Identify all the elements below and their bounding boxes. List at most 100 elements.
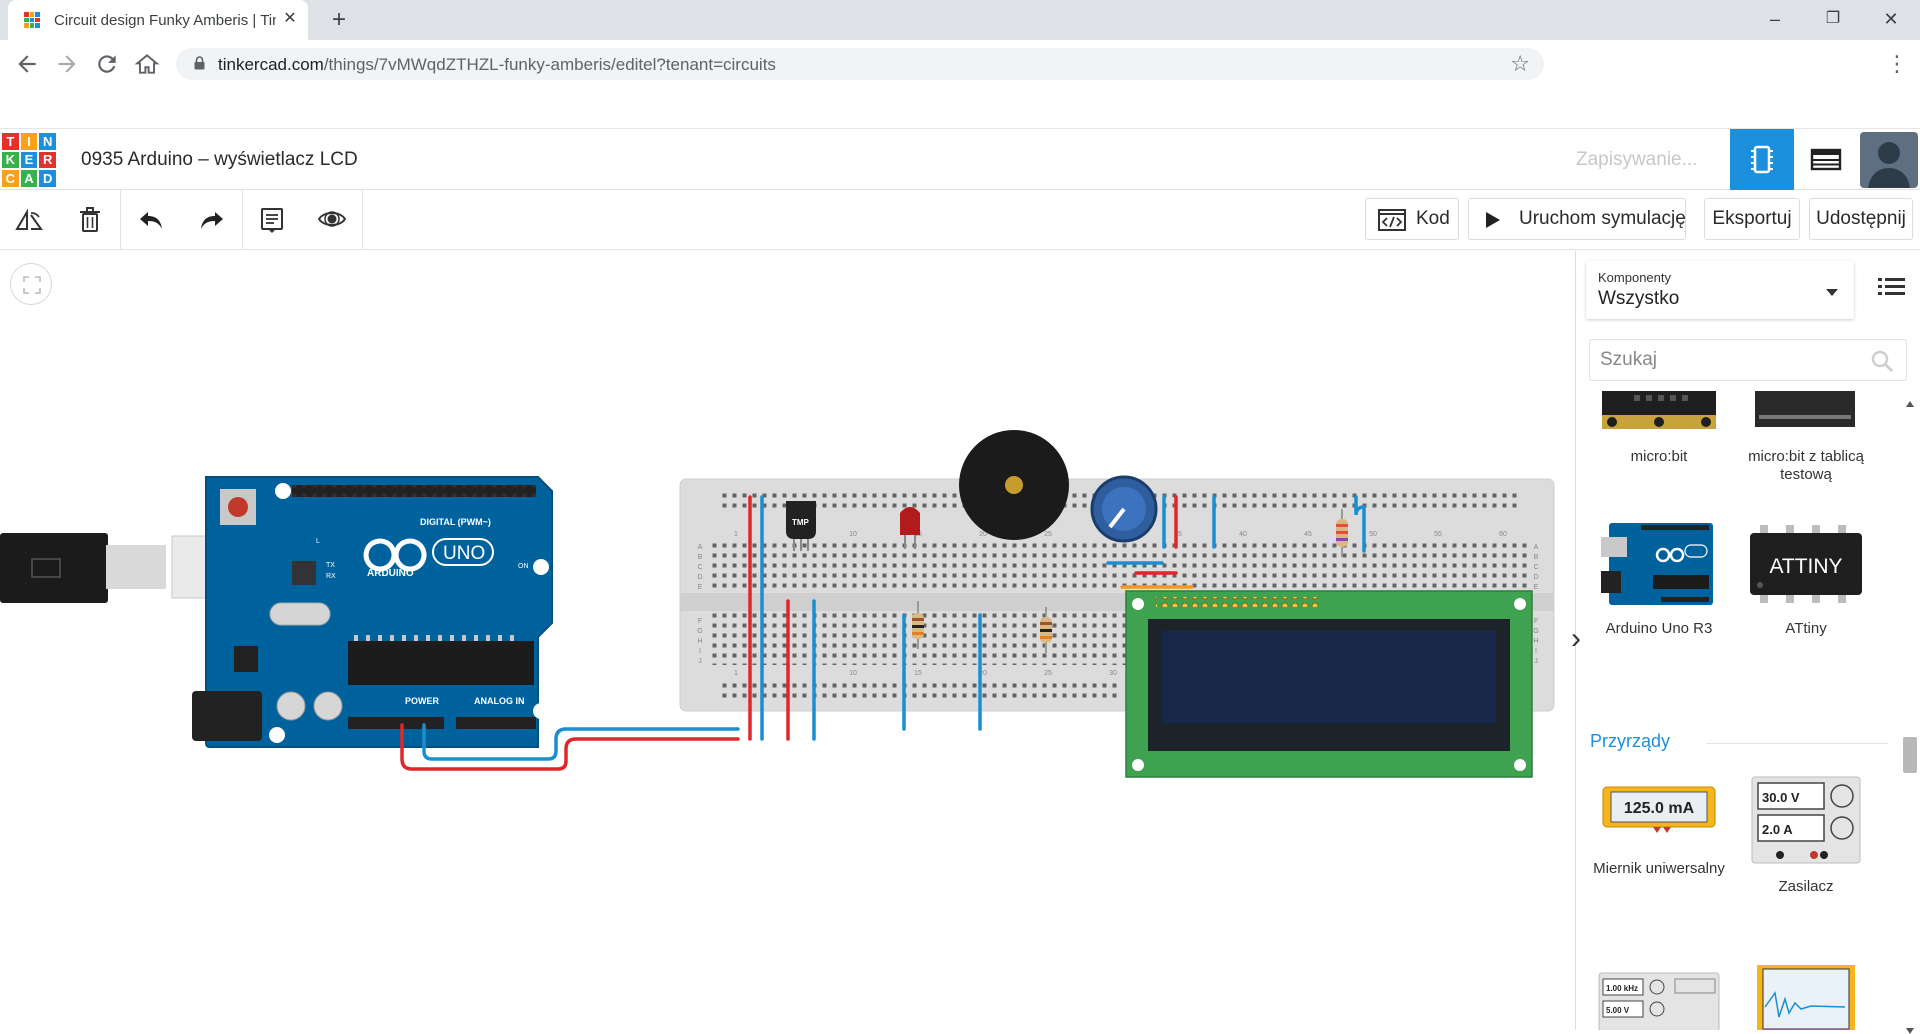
resistor-1[interactable]	[912, 601, 924, 649]
breadboard-row-letter: B	[1534, 554, 1539, 561]
browser-tab[interactable]: Circuit design Funky Amberis | Tinkercad…	[8, 0, 308, 40]
toolbar-divider	[362, 190, 363, 250]
zoom-to-fit-button[interactable]	[10, 263, 52, 305]
potentiometer[interactable]	[1090, 475, 1158, 543]
breadboard-column-number: 20	[979, 670, 987, 677]
component-search-box[interactable]	[1589, 339, 1907, 381]
list-view-icon[interactable]	[1876, 275, 1908, 299]
browser-tab-strip: Circuit design Funky Amberis | Tinkercad…	[0, 0, 1920, 40]
svg-text:2.0 A: 2.0 A	[1762, 822, 1793, 837]
reload-icon[interactable]	[94, 51, 120, 77]
component-microbit[interactable]: micro:bit	[1589, 391, 1729, 466]
component-arduino-uno-r3[interactable]: Arduino Uno R3	[1589, 521, 1729, 638]
component-function-generator[interactable]: 1.00 kHz 5.00 V	[1589, 971, 1729, 1030]
export-button[interactable]: Eksportuj	[1704, 198, 1800, 240]
window-close-button[interactable]: ✕	[1883, 9, 1899, 29]
temperature-sensor[interactable]: TMP	[786, 501, 816, 551]
arduino-model-label: UNO	[443, 543, 485, 564]
circuit-view-button[interactable]	[1730, 129, 1794, 190]
jumper-wires[interactable]	[400, 495, 1366, 771]
search-icon[interactable]	[1870, 349, 1894, 373]
arduino-uno-board[interactable]: ARDUINO UNO DIGITAL (PWM~) POWER ANALOG …	[192, 476, 553, 748]
lcd-16x2-display[interactable]	[1125, 590, 1533, 778]
arduino-uno-icon	[1601, 523, 1713, 605]
search-input[interactable]	[1590, 340, 1860, 380]
collapse-panel-chevron-icon[interactable]: ›	[1571, 622, 1581, 655]
component-multimeter[interactable]: 125.0 mA Miernik uniwersalny	[1589, 785, 1729, 878]
undo-icon[interactable]	[137, 205, 167, 235]
breadboard-column-number: 10	[849, 670, 857, 677]
tinkercad-favicon-icon	[24, 12, 40, 28]
breadboard-column-number: 10	[849, 531, 857, 538]
component-microbit-breadboard[interactable]: micro:bit z tablicą testową	[1736, 391, 1876, 484]
breadboard-row-letter: J	[698, 658, 702, 665]
visibility-eye-icon[interactable]	[317, 205, 347, 235]
breadboard-column-number: 25	[1044, 670, 1052, 677]
breadboard-column-number: 20	[979, 531, 987, 538]
breadboard-row-letter: G	[697, 628, 702, 635]
tinkercad-logo[interactable]: T I N K E R C A D	[2, 133, 56, 187]
breadboard-column-number: 15	[914, 670, 922, 677]
breadboard-row-letter: J	[1534, 658, 1538, 665]
rotate-icon[interactable]	[14, 205, 44, 235]
attiny-chip-icon: ATTINY	[1750, 525, 1862, 603]
notes-icon[interactable]	[257, 205, 287, 235]
window-maximize-button[interactable]: ❐	[1825, 10, 1841, 27]
breadboard-row-letter: E	[1534, 584, 1539, 591]
new-tab-button[interactable]: +	[331, 6, 346, 33]
home-icon[interactable]	[134, 51, 160, 77]
component-power-supply[interactable]: 30.0 V 2.0 A Zasilacz	[1736, 775, 1876, 896]
redo-icon[interactable]	[196, 205, 226, 235]
section-divider	[1706, 743, 1888, 744]
breadboard-row-letter: E	[698, 584, 703, 591]
forward-icon[interactable]	[54, 51, 80, 77]
breadboard-column-number: 35	[1174, 531, 1182, 538]
power-pins-label: POWER	[405, 696, 440, 706]
address-bar[interactable]: tinkercad.com/things/7vMWqdZTHZL-funky-a…	[176, 48, 1544, 80]
back-icon[interactable]	[14, 51, 40, 77]
url-text: tinkercad.com/things/7vMWqdZTHZL-funky-a…	[218, 55, 776, 74]
workplane-canvas[interactable]: ARDUINO UNO DIGITAL (PWM~) POWER ANALOG …	[0, 251, 1575, 1030]
browser-menu-icon[interactable]: ⋮	[1886, 51, 1908, 76]
breadboard-column-number: 60	[1499, 531, 1507, 538]
microbit-icon	[1602, 391, 1716, 429]
lock-icon	[194, 56, 205, 70]
tmp-sensor-label: TMP	[792, 518, 810, 527]
user-avatar[interactable]	[1860, 132, 1918, 188]
component-list-view-button[interactable]	[1794, 129, 1858, 190]
design-title[interactable]: 0935 Arduino – wyświetlacz LCD	[81, 149, 358, 170]
tx-led-label: TX	[326, 562, 335, 569]
svg-text:1.00 kHz: 1.00 kHz	[1606, 984, 1638, 993]
editor-toolbar: Kod Uruchom symulację Eksportuj Udostępn…	[0, 190, 1920, 250]
digital-pins-label: DIGITAL (PWM~)	[420, 517, 491, 527]
breadboard-column-number: 1	[734, 670, 738, 677]
window-minimize-button[interactable]: –	[1769, 9, 1780, 29]
delete-icon[interactable]	[75, 205, 105, 235]
circuit-diagram[interactable]: ARDUINO UNO DIGITAL (PWM~) POWER ANALOG …	[0, 251, 1575, 1030]
red-led[interactable]	[900, 507, 920, 549]
breadboard-column-number: 1	[734, 531, 738, 538]
browser-tab-title: Circuit design Funky Amberis | Tinkercad	[54, 12, 276, 29]
resistor-3[interactable]	[1336, 509, 1348, 557]
component-attiny[interactable]: ATTINY ATtiny	[1736, 521, 1876, 638]
resistor-2[interactable]	[1040, 607, 1052, 653]
table-icon	[1810, 148, 1842, 171]
analog-pins-label: ANALOG IN	[474, 696, 525, 706]
share-button[interactable]: Udostępnij	[1809, 198, 1913, 240]
fit-view-icon	[23, 276, 41, 294]
panel-scrollbar-thumb[interactable]	[1903, 737, 1917, 773]
components-filter-dropdown[interactable]: Komponenty Wszystko	[1586, 261, 1854, 319]
bookmark-star-icon[interactable]: ☆	[1510, 51, 1530, 76]
component-oscilloscope[interactable]	[1736, 963, 1876, 1030]
start-simulation-button[interactable]: Uruchom symulację	[1468, 198, 1686, 240]
breadboard-row-letter: F	[1534, 618, 1538, 625]
code-button[interactable]: Kod	[1365, 198, 1459, 240]
breadboard-column-number: 40	[1239, 531, 1247, 538]
piezo-buzzer[interactable]	[959, 430, 1069, 540]
multimeter-icon: 125.0 mA	[1602, 786, 1716, 833]
app-header: T I N K E R C A D 0935 Arduino – wyświet…	[0, 128, 1920, 190]
oscilloscope-icon	[1757, 965, 1855, 1030]
panel-scrollbar[interactable]	[1903, 399, 1917, 1034]
close-tab-icon[interactable]: ✕	[283, 10, 297, 27]
save-status: Zapisywanie...	[1576, 149, 1698, 170]
